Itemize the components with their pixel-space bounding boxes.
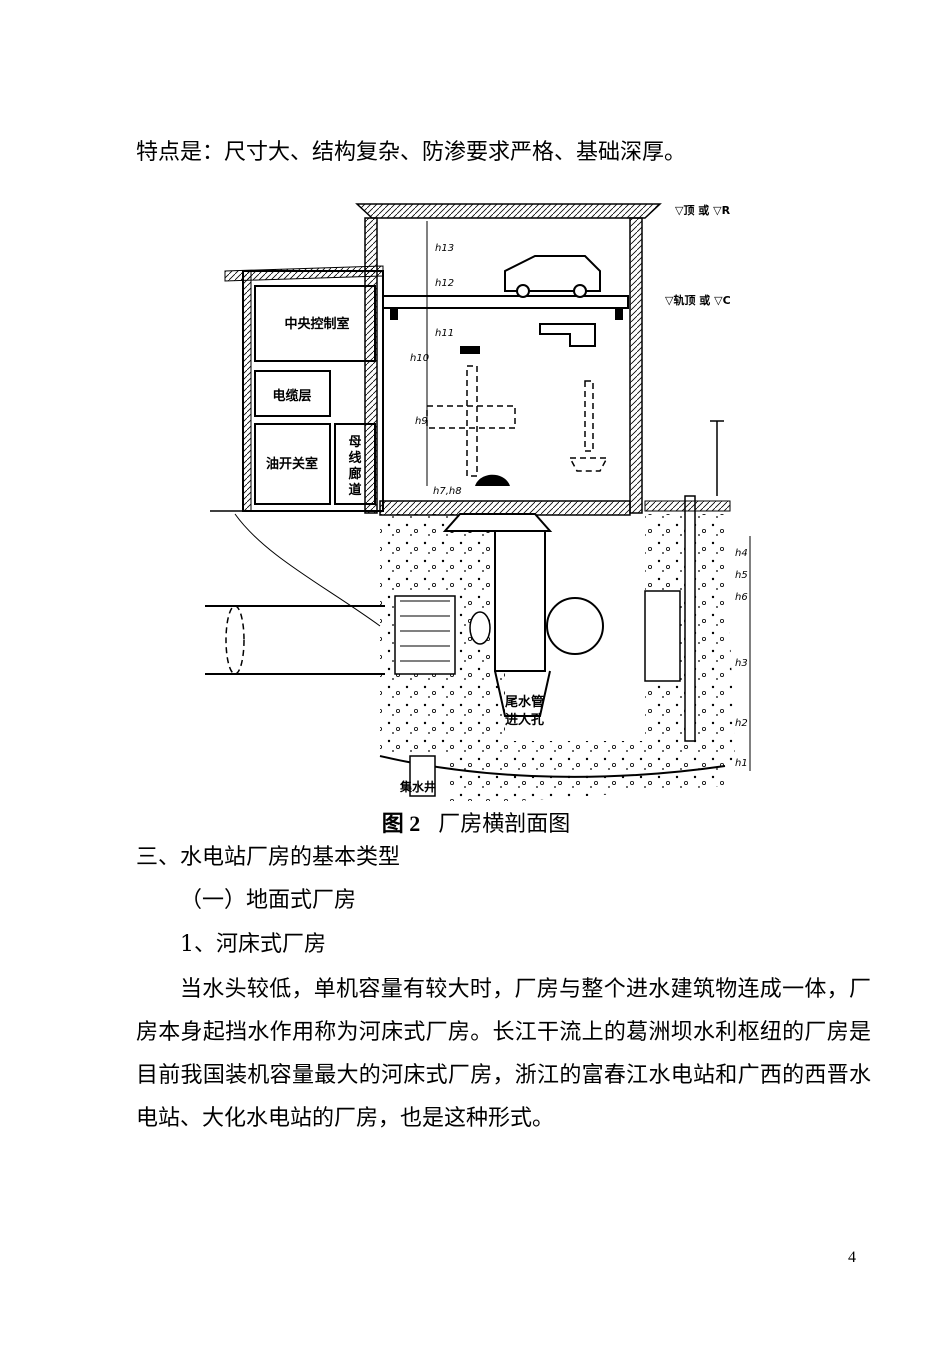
dim-h6: h6 bbox=[735, 592, 748, 603]
dim-h9: h9 bbox=[415, 416, 428, 427]
label-busbar-gallery-4: 道 bbox=[348, 482, 361, 498]
page-number: 4 bbox=[848, 1249, 856, 1266]
dim-h1: h1 bbox=[735, 758, 748, 769]
label-busbar-gallery-3: 廊 bbox=[348, 466, 361, 482]
section-title: 三、水电站厂房的基本类型 bbox=[136, 845, 401, 870]
dim-h11: h11 bbox=[435, 328, 454, 339]
dim-h5: h5 bbox=[735, 570, 748, 581]
label-elev-top: ▽顶 或 ▽R bbox=[675, 203, 731, 217]
figure-caption-text: 厂房横剖面图 bbox=[438, 812, 571, 837]
label-elev-crane: ▽轨顶 或 ▽C bbox=[665, 293, 731, 307]
dim-h7-h8: h7,h8 bbox=[433, 486, 462, 497]
dim-h2: h2 bbox=[735, 718, 748, 729]
label-busbar-gallery-2: 线 bbox=[348, 450, 361, 466]
label-sump: 集水井 bbox=[399, 779, 436, 794]
intro-line: 特点是：尺寸大、结构复杂、防渗要求严格、基础深厚。 bbox=[136, 140, 687, 165]
dim-h12: h12 bbox=[435, 278, 454, 289]
generator-unit bbox=[442, 474, 604, 717]
figure-caption-number: 图 2 bbox=[381, 811, 421, 836]
dim-h3: h3 bbox=[735, 658, 748, 669]
dim-h13: h13 bbox=[435, 243, 454, 254]
label-control-room: 中央控制室 bbox=[284, 316, 349, 332]
subsection-title: （一）地面式厂房 bbox=[180, 888, 357, 913]
body-paragraph: 当水头较低，单机容量有较大时，厂房与整个进水建筑物连成一体，厂房本身起挡水作用称… bbox=[136, 977, 871, 1131]
label-oil-switch-room: 油开关室 bbox=[266, 456, 318, 472]
dim-h10: h10 bbox=[410, 353, 429, 364]
penstock-pipe bbox=[205, 605, 385, 675]
powerhouse-cross-section-figure: 中央控制室 电缆层 油开关室 母 线 廊 道 ▽顶 bbox=[205, 203, 751, 801]
label-draft-tube-access-2: 进人孔 bbox=[505, 712, 544, 728]
foundation-concrete bbox=[235, 514, 735, 801]
dim-h4: h4 bbox=[735, 548, 748, 559]
figure-caption: 图 2 厂房横剖面图 bbox=[0, 809, 952, 840]
bridge-crane-trolley bbox=[504, 255, 601, 298]
label-draft-tube-access-1: 尾水管 bbox=[505, 694, 544, 710]
label-cable-floor: 电缆层 bbox=[272, 388, 311, 404]
label-busbar-gallery-1: 母 bbox=[348, 435, 361, 450]
item-title: 1、河床式厂房 bbox=[180, 932, 326, 957]
